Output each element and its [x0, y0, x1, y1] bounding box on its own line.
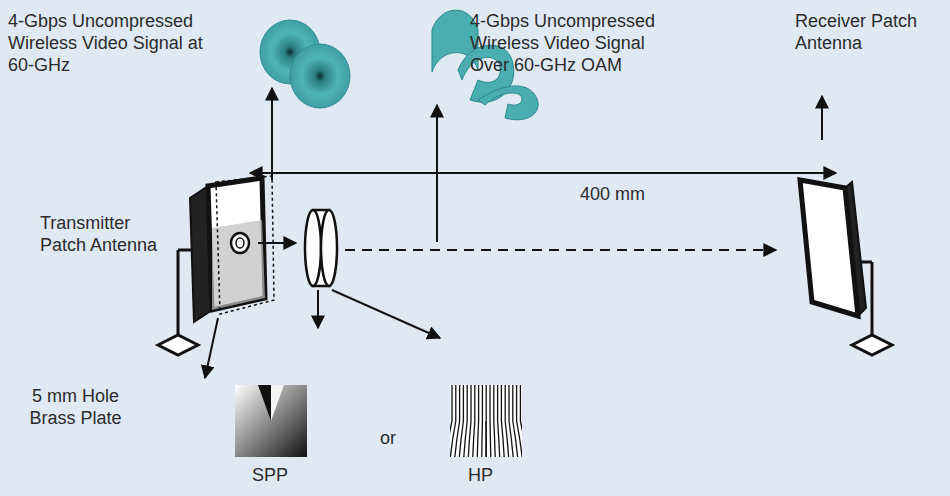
arrow [258, 242, 296, 244]
grating-line [477, 385, 478, 457]
grating-line [517, 385, 522, 457]
grating-line [455, 385, 460, 457]
grating-line [494, 385, 495, 457]
antenna-label: Transmitter Patch Antenna [40, 212, 175, 256]
arrow [821, 96, 823, 140]
note-label: or [380, 427, 410, 449]
grating-line [486, 385, 487, 457]
leader-line [317, 290, 319, 328]
grating-line [520, 385, 522, 457]
grating-line [501, 385, 504, 457]
leader-line [332, 290, 440, 338]
dimension-label: 400 mm [580, 183, 670, 205]
pattern-label: HP [468, 464, 508, 486]
dimension-line [250, 172, 836, 174]
leader-line [205, 318, 218, 378]
arrow [436, 105, 438, 242]
hp-grating [450, 385, 522, 457]
spp-pattern [235, 385, 307, 457]
antenna-label: Receiver Patch Antenna [795, 10, 935, 54]
grating-line [485, 421, 486, 457]
pattern-label: SPP [252, 464, 302, 486]
grating-line [498, 385, 500, 457]
arrow [271, 88, 273, 180]
gaussian-beam [260, 20, 350, 108]
grating-line [459, 385, 463, 457]
grating-line [505, 385, 508, 457]
signal-label: 4-Gbps Uncompressed Wireless Video Signa… [470, 10, 685, 76]
part-label: 5 mm Hole Brass Plate [18, 385, 133, 429]
grating-line [481, 385, 483, 457]
signal-label: 4-Gbps Uncompressed Wireless Video Signa… [8, 10, 213, 76]
grating-line [473, 385, 475, 457]
grating-line [450, 385, 455, 457]
grating-line [468, 385, 471, 457]
phase-plate [305, 210, 337, 286]
grating-line [489, 385, 491, 457]
grating-line [464, 385, 467, 457]
beam-path [345, 249, 776, 251]
receiver-antenna [800, 180, 892, 355]
